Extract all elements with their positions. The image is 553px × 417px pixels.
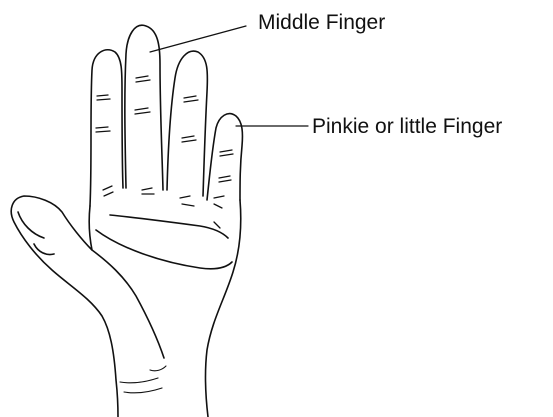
life-line [92, 250, 164, 358]
middle-finger-label: Middle Finger [258, 12, 385, 33]
thumb-nail [18, 212, 44, 238]
ring-finger [167, 51, 207, 196]
head-line [96, 230, 232, 269]
middle-finger-leader-line [150, 26, 246, 52]
index-finger [90, 50, 123, 206]
palm-right-edge [205, 200, 240, 417]
thumb [11, 196, 118, 417]
thumb-crease [34, 244, 54, 255]
heart-line [110, 215, 228, 238]
pinkie-label: Pinkie or little Finger [312, 116, 502, 137]
wrist-creases [120, 366, 166, 393]
